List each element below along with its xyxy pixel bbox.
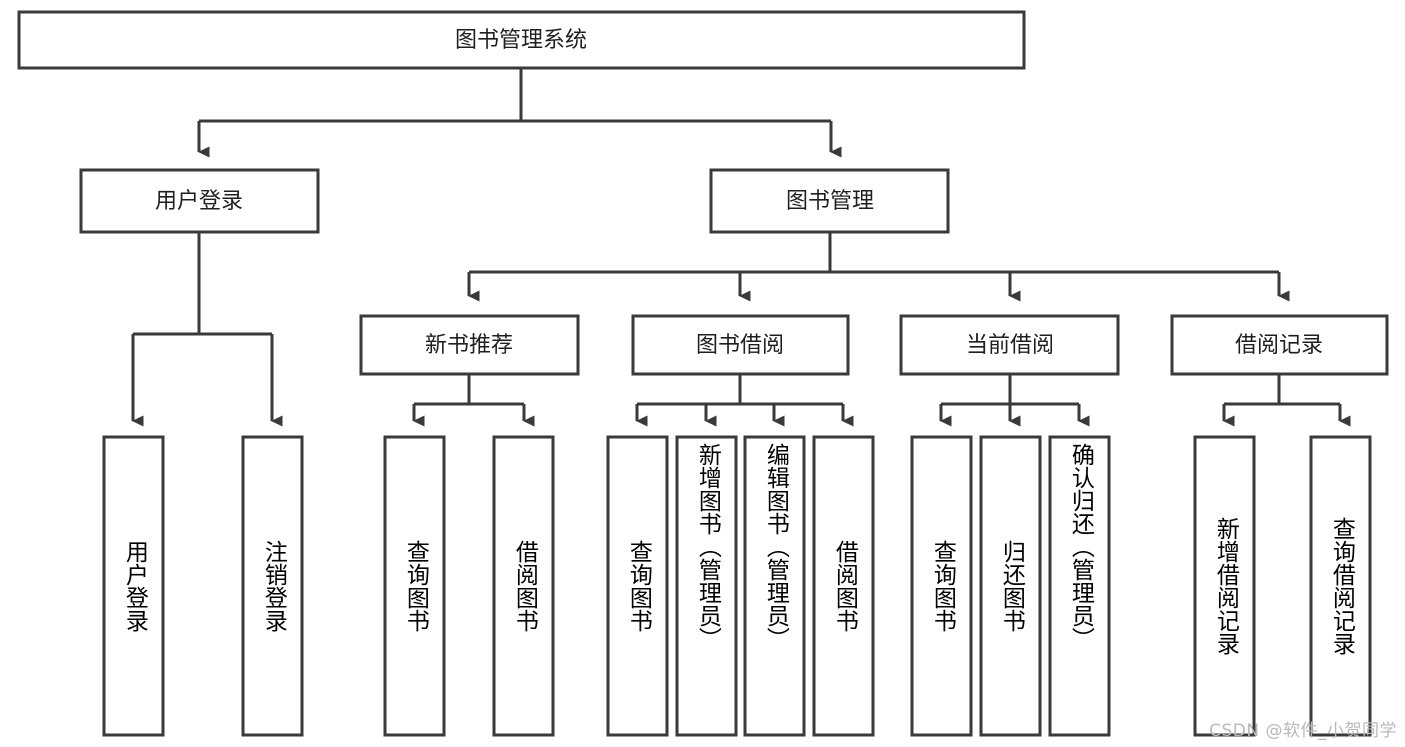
- node-new-book-recommend[interactable]: 新书推荐: [359, 314, 580, 376]
- leaf-box[interactable]: [1193, 435, 1256, 737]
- leaf-box[interactable]: [102, 435, 165, 737]
- leaf-box[interactable]: [743, 435, 806, 737]
- node-current-borrow-label: 当前借阅: [966, 333, 1054, 358]
- node-book-management-label: 图书管理: [786, 189, 874, 214]
- leaf-box[interactable]: [979, 435, 1042, 737]
- leaf-box[interactable]: [241, 435, 304, 737]
- leaf-box[interactable]: [383, 435, 446, 737]
- leaf-box[interactable]: [812, 435, 875, 737]
- node-user-login-label: 用户登录: [155, 189, 243, 214]
- leaf-box[interactable]: [492, 435, 555, 737]
- leaf-box[interactable]: [1048, 435, 1111, 737]
- connector-books-to-level3: [467, 232, 1290, 302]
- connector-records-to-leaves: [1222, 374, 1351, 427]
- leaf-boxes: [102, 435, 1372, 737]
- node-borrow-records[interactable]: 借阅记录: [1170, 314, 1389, 376]
- connector-current-to-leaves: [939, 374, 1090, 427]
- node-book-borrow-label: 图书借阅: [696, 333, 784, 358]
- watermark: CSDN @软件_小贺同学: [1209, 721, 1397, 741]
- node-book-borrow[interactable]: 图书借阅: [631, 314, 850, 376]
- leaf-box[interactable]: [1309, 435, 1372, 737]
- node-borrow-records-label: 借阅记录: [1235, 333, 1323, 358]
- leaf-box[interactable]: [675, 435, 738, 737]
- node-book-management[interactable]: 图书管理: [709, 168, 950, 234]
- node-root[interactable]: 图书管理系统: [17, 10, 1026, 70]
- node-new-book-recommend-label: 新书推荐: [425, 333, 513, 358]
- node-current-borrow[interactable]: 当前借阅: [899, 314, 1120, 376]
- leaf-box[interactable]: [910, 435, 973, 737]
- connector-login-to-leaves: [131, 232, 283, 427]
- connector-borrow-to-leaves: [635, 374, 854, 427]
- connector-newbooks-to-leaves: [412, 374, 535, 427]
- connector-root-to-level2: [197, 68, 842, 158]
- node-root-label: 图书管理系统: [455, 28, 587, 53]
- node-user-login[interactable]: 用户登录: [79, 168, 320, 234]
- leaf-box[interactable]: [606, 435, 669, 737]
